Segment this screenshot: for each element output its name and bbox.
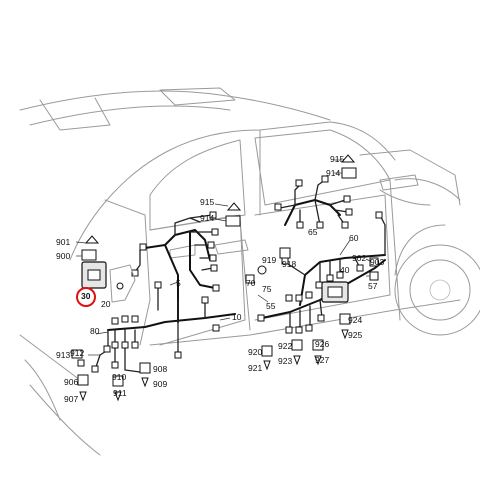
part-label-924[interactable]: 924 <box>348 315 363 325</box>
part-label-926[interactable]: 926 <box>315 339 330 349</box>
rear-door-connectors <box>257 175 383 334</box>
small-parts <box>71 154 379 402</box>
part-label-914a[interactable]: 914 <box>200 213 215 223</box>
part-label-927[interactable]: 927 <box>315 355 330 365</box>
part-label-60[interactable]: 60 <box>349 233 359 243</box>
leader-lines <box>75 159 371 356</box>
part-label-911[interactable]: 911 <box>113 388 127 398</box>
part-label-55[interactable]: 55 <box>266 301 276 311</box>
part-label-30[interactable]: 30 <box>81 291 91 301</box>
front-door-control-module <box>81 261 136 303</box>
part-label-918[interactable]: 918 <box>282 259 297 269</box>
part-label-907[interactable]: 907 <box>64 394 79 404</box>
part-label-901[interactable]: 901 <box>56 237 71 247</box>
part-label-70[interactable]: 70 <box>246 278 256 288</box>
part-label-921[interactable]: 921 <box>248 363 263 373</box>
part-label-80[interactable]: 80 <box>90 326 100 336</box>
part-label-906[interactable]: 906 <box>64 377 79 387</box>
part-label-57[interactable]: 57 <box>368 281 378 291</box>
part-label-913[interactable]: 913 <box>56 350 71 360</box>
part-label-920[interactable]: 920 <box>248 347 263 357</box>
part-label-908[interactable]: 908 <box>153 364 168 374</box>
highlight-ring <box>76 287 96 307</box>
part-label-903[interactable]: 903 <box>370 257 385 267</box>
part-label-923[interactable]: 923 <box>278 356 293 366</box>
rear-door-control-module <box>321 281 349 303</box>
part-label-65[interactable]: 65 <box>308 227 318 237</box>
part-label-919[interactable]: 919 <box>262 255 277 265</box>
part-label-20[interactable]: 20 <box>101 299 111 309</box>
part-label-910[interactable]: 910 <box>112 372 127 382</box>
part-label-922[interactable]: 922 <box>278 341 293 351</box>
part-label-75[interactable]: 75 <box>262 284 272 294</box>
part-label-5[interactable]: 5 <box>176 278 181 288</box>
part-label-40[interactable]: 40 <box>340 265 350 275</box>
part-label-10[interactable]: 10 <box>232 312 242 322</box>
part-label-914b[interactable]: 914 <box>326 168 341 178</box>
part-label-900[interactable]: 900 <box>56 251 71 261</box>
part-label-915a[interactable]: 915 <box>200 197 215 207</box>
part-label-915b[interactable]: 915 <box>330 154 345 164</box>
part-label-909[interactable]: 909 <box>153 379 168 389</box>
front-door-connectors <box>77 211 220 373</box>
part-label-925[interactable]: 925 <box>348 330 363 340</box>
part-label-902[interactable]: 902 <box>352 253 367 263</box>
part-label-912[interactable]: 912 <box>70 348 85 358</box>
car-body-outline <box>19 87 480 456</box>
